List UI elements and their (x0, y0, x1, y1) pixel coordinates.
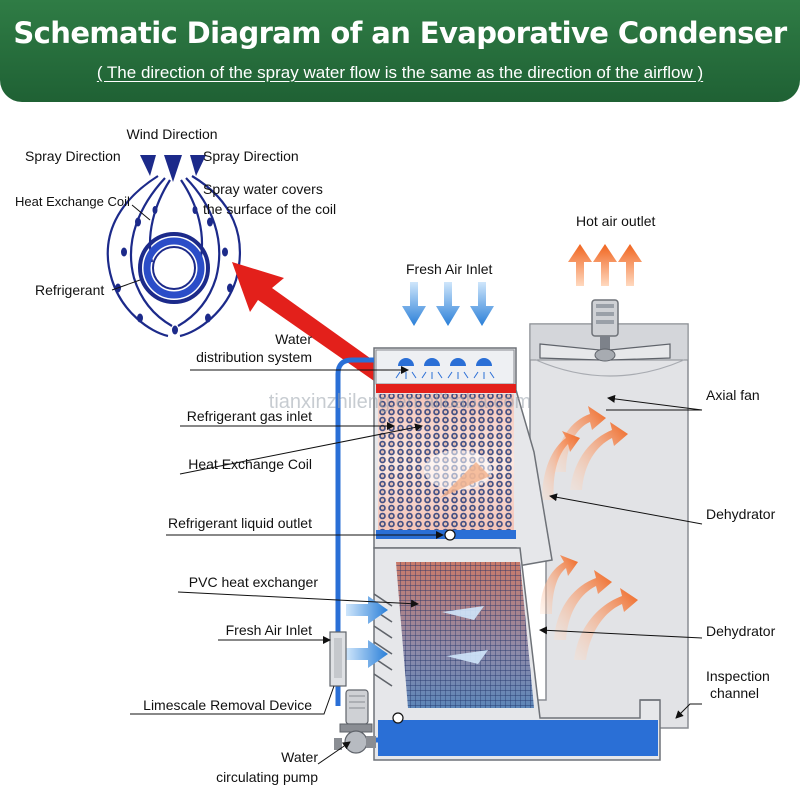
basin-outlet-port (392, 712, 404, 724)
fan-tower (529, 323, 689, 729)
dehydrator-lower-label: Dehydrator (706, 623, 776, 639)
spray-droplets (115, 206, 233, 335)
coil-outer-ring (138, 232, 210, 304)
hot-air-outlet-label: Hot air outlet (576, 213, 655, 229)
water-distribution-label-1: Water (275, 331, 312, 347)
component-labels: Hot air outlet Fresh Air Inlet Water dis… (143, 213, 775, 785)
refrigerant-core (152, 246, 196, 290)
fresh-air-inlet-side-label: Fresh Air Inlet (226, 622, 312, 638)
pump-label-1: Water (281, 749, 318, 765)
wind-arrows (140, 155, 206, 182)
page-subtitle: ( The direction of the spray water flow … (96, 63, 704, 82)
refrigerant-liquid-outlet-label: Refrigerant liquid outlet (168, 515, 312, 531)
leader-lines (130, 366, 703, 765)
wind-direction-label: Wind Direction (126, 126, 217, 142)
basin-water (378, 720, 658, 756)
axial-fan-label: Axial fan (706, 387, 760, 403)
pump-label-2: circulating pump (216, 769, 318, 785)
refrigerant-gas-inlet-label: Refrigerant gas inlet (187, 408, 312, 424)
limescale-removal-device (329, 631, 347, 687)
coil-inset: Wind Direction Spray Direction Spray Dir… (15, 126, 336, 338)
fresh-air-inlet-arrows-top (402, 282, 494, 326)
heat-exchange-coil (378, 394, 514, 530)
inset-leaders (111, 204, 151, 291)
hot-air-curves-upper (542, 406, 628, 500)
refrigerant-label: Refrigerant (35, 282, 104, 298)
fresh-air-inlet-top-label: Fresh Air Inlet (406, 261, 492, 277)
pvc-heat-exchanger-label: PVC heat exchanger (189, 574, 319, 590)
water-distribution-label-2: distribution system (196, 349, 312, 365)
spray-direction-right-label: Spray Direction (203, 148, 299, 164)
dehydrator-upper-label: Dehydrator (706, 506, 776, 522)
spray-note-line2: the surface of the coil (203, 201, 336, 217)
hot-air-outlet-arrows (568, 244, 642, 286)
limescale-removal-label: Limescale Removal Device (143, 697, 312, 713)
axial-fan (539, 299, 671, 362)
inset-coil-label: Heat Exchange Coil (15, 194, 130, 209)
spray-note-line1: Spray water covers (203, 181, 323, 197)
inspection-label-2: channel (710, 685, 759, 701)
fresh-air-inlet-arrows-side (346, 596, 388, 668)
hot-air-curves-lower (540, 555, 638, 660)
watermark-text: tianxinzhileng.en.alibaba.com (269, 391, 531, 413)
liquid-outlet-port (444, 529, 456, 541)
heat-exchange-coil-label: Heat Exchange Coil (188, 456, 312, 472)
spray-direction-left-label: Spray Direction (25, 148, 121, 164)
water-distribution-system (375, 349, 515, 385)
page-title: Schematic Diagram of an Evaporative Cond… (13, 16, 787, 50)
coil-wall (143, 237, 205, 299)
refrigerant-gas-inlet-pipe (376, 384, 516, 393)
header-banner: Schematic Diagram of an Evaporative Cond… (0, 0, 800, 102)
inspection-label-1: Inspection (706, 668, 770, 684)
pvc-heat-exchanger (396, 562, 534, 708)
